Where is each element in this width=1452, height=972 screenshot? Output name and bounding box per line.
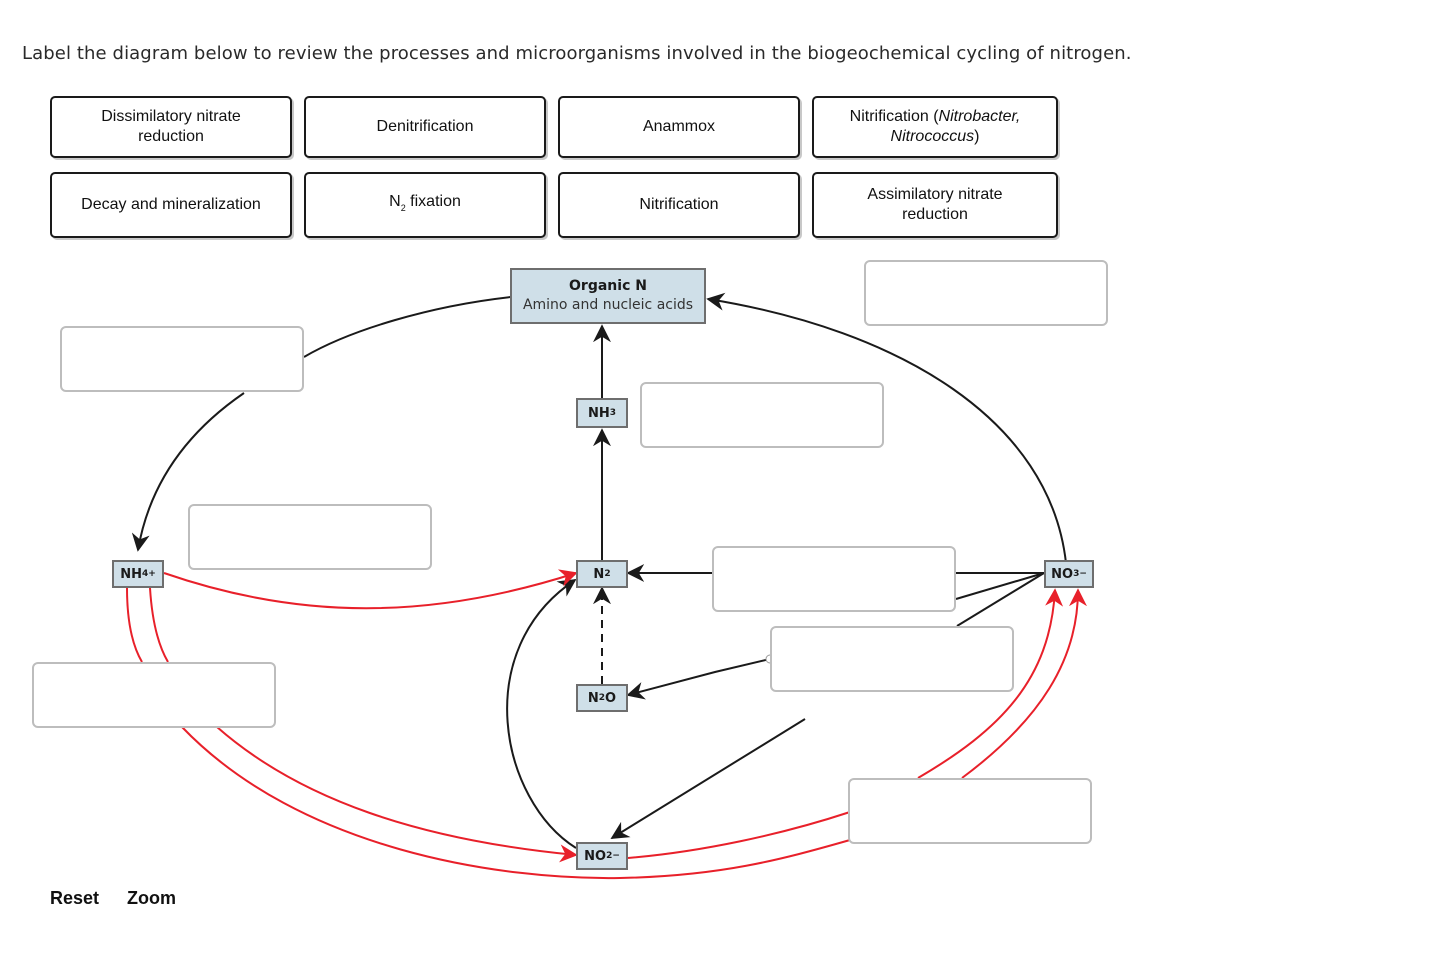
arrow-zone-to-no3-a — [917, 588, 1064, 779]
label-text: Decay and mineralization — [81, 196, 261, 213]
label-nitrification[interactable]: Nitrification — [558, 172, 800, 238]
line-no3-to-zone-1 — [955, 572, 1045, 600]
label-text: Nitrification — [639, 196, 719, 213]
arrow-organic-to-nh4 — [303, 296, 512, 358]
drop-zone-nh3[interactable] — [640, 382, 884, 448]
arrow-zone-to-no3-b — [961, 588, 1087, 779]
arrow-nh4-to-no3-a — [126, 587, 143, 663]
node-organic-n: Organic N Amino and nucleic acids — [510, 268, 706, 324]
arrow-no3-to-organic — [706, 292, 1067, 564]
label-text: Dissimilatory nitrate reduction — [101, 108, 241, 145]
arrow-nh4-to-no3-b — [181, 726, 851, 880]
label-nitrification-nitrobacter-nitrococcus[interactable]: Nitrification (Nitrobacter, Nitrococcus) — [812, 96, 1058, 158]
drop-zone-n2o-right[interactable] — [770, 626, 1014, 692]
arrow-no2-to-no3 — [627, 811, 851, 859]
line-no3-to-zone-2 — [956, 572, 1045, 627]
arrow-nh4-to-no2-b — [216, 726, 578, 863]
drop-zone-upper-left[interactable] — [60, 326, 304, 392]
zoom-button[interactable]: Zoom — [127, 888, 176, 908]
drop-zone-mid-left[interactable] — [188, 504, 432, 570]
arrow-nh4-to-n2 — [163, 569, 578, 610]
arrow-no2-to-n2 — [506, 578, 577, 849]
label-text: Assimilatory nitrate reduction — [867, 186, 1003, 223]
label-n2-fixation[interactable]: N2 fixation — [304, 172, 546, 238]
label-text: Nitrification (Nitrobacter, Nitrococcus) — [849, 108, 1021, 145]
label-text: N2 fixation — [389, 193, 461, 213]
drop-zone-top-right[interactable] — [864, 260, 1108, 326]
label-anammox[interactable]: Anammox — [558, 96, 800, 158]
arrow-to-no2 — [610, 718, 806, 839]
arrow-organic-to-nh4-lower — [131, 392, 245, 552]
instruction-text: Label the diagram below to review the pr… — [22, 43, 1132, 64]
reset-button[interactable]: Reset — [50, 888, 100, 908]
arrow-nh4-to-no2-a — [149, 587, 169, 663]
node-subtitle: Amino and nucleic acids — [522, 297, 694, 313]
label-dissimilatory-nitrate-reduction[interactable]: Dissimilatory nitrate reduction — [50, 96, 292, 158]
drop-zone-lower-left[interactable] — [32, 662, 276, 728]
label-assimilatory-nitrate-reduction[interactable]: Assimilatory nitrate reduction — [812, 172, 1058, 238]
label-text: Anammox — [642, 118, 716, 135]
drop-zone-n2-right[interactable] — [712, 546, 956, 612]
label-text: Denitrification — [376, 118, 474, 135]
label-denitrification[interactable]: Denitrification — [304, 96, 546, 158]
drop-zone-bottom-right[interactable] — [848, 778, 1092, 844]
node-title: Organic N — [569, 278, 647, 294]
arrow-to-n2o — [626, 658, 771, 700]
label-decay-and-mineralization[interactable]: Decay and mineralization — [50, 172, 292, 238]
